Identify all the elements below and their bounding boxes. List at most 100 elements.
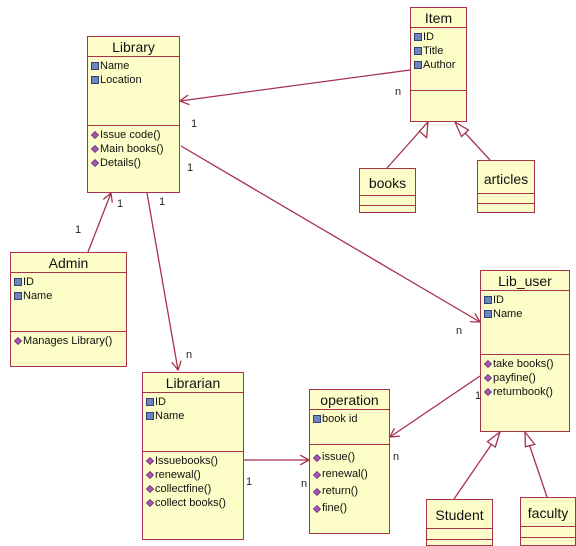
multiplicity-label: 1 bbox=[159, 196, 166, 208]
class-name: operation bbox=[310, 390, 389, 410]
operation-icon bbox=[313, 487, 321, 496]
attributes: ID Name bbox=[11, 273, 126, 332]
edge-admin-library bbox=[87, 193, 111, 253]
operation: Details() bbox=[91, 156, 179, 170]
operation-icon bbox=[14, 337, 22, 345]
attribute-icon bbox=[414, 33, 422, 41]
class-books[interactable]: books bbox=[359, 168, 416, 213]
class-admin[interactable]: Admin ID Name Manages Library() bbox=[10, 252, 127, 367]
operation: renewal() bbox=[313, 466, 389, 483]
attribute: Author bbox=[414, 58, 466, 72]
operation-icon bbox=[484, 374, 492, 382]
attributes: ID Name bbox=[481, 291, 569, 355]
operation-icon bbox=[313, 453, 321, 462]
attribute: ID bbox=[484, 293, 569, 307]
class-articles[interactable]: articles bbox=[477, 160, 535, 213]
attribute-icon bbox=[91, 62, 99, 70]
multiplicity-label: 1 bbox=[475, 390, 482, 402]
class-name: Item bbox=[411, 8, 466, 28]
attribute-icon bbox=[484, 310, 492, 318]
attribute: Name bbox=[146, 409, 243, 423]
attribute: Location bbox=[91, 73, 179, 87]
edge-libuser-operation bbox=[390, 375, 481, 437]
attribute: ID bbox=[146, 395, 243, 409]
attribute: Name bbox=[91, 59, 179, 73]
attribute-icon bbox=[14, 292, 22, 300]
operation-icon bbox=[146, 471, 154, 479]
multiplicity-label: n bbox=[393, 451, 400, 463]
operation-icon bbox=[91, 145, 99, 153]
attributes bbox=[478, 194, 534, 204]
class-name: faculty bbox=[521, 498, 575, 527]
operations: issue() renewal() return() fine() bbox=[310, 445, 389, 519]
attribute-icon bbox=[414, 61, 422, 69]
attribute-icon bbox=[484, 296, 492, 304]
multiplicity-label: 1 bbox=[75, 224, 82, 236]
operations bbox=[478, 204, 534, 208]
operation: fine() bbox=[313, 500, 389, 517]
class-name: Library bbox=[88, 37, 179, 57]
operations: Manages Library() bbox=[11, 332, 126, 350]
gen-triangle-student bbox=[486, 430, 502, 449]
attribute: Title bbox=[414, 44, 466, 58]
class-name: books bbox=[360, 169, 415, 196]
attribute: Name bbox=[14, 289, 126, 303]
operation: Issue code() bbox=[91, 128, 179, 142]
attribute: Name bbox=[484, 307, 569, 321]
multiplicity-label: 1 bbox=[246, 476, 253, 488]
operation: Issuebooks() bbox=[146, 454, 243, 468]
attributes bbox=[427, 529, 492, 540]
operation: renewal() bbox=[146, 468, 243, 482]
attribute-icon bbox=[146, 412, 154, 420]
operations bbox=[411, 91, 466, 95]
class-name: Lib_user bbox=[481, 271, 569, 291]
attribute: ID bbox=[414, 30, 466, 44]
attributes: ID Title Author bbox=[411, 28, 466, 91]
multiplicity-label: 1 bbox=[117, 198, 124, 210]
attribute-icon bbox=[91, 76, 99, 84]
operation: payfine() bbox=[484, 371, 569, 385]
class-faculty[interactable]: faculty bbox=[520, 497, 576, 546]
operations: take books() payfine() returnbook() bbox=[481, 355, 569, 401]
operation: collectfine() bbox=[146, 482, 243, 496]
attribute-icon bbox=[14, 278, 22, 286]
class-name: Student bbox=[427, 500, 492, 529]
class-operation[interactable]: operation book id issue() renewal() retu… bbox=[309, 389, 390, 534]
multiplicity-label: n bbox=[395, 86, 402, 98]
operation: take books() bbox=[484, 357, 569, 371]
class-librarian[interactable]: Librarian ID Name Issuebooks() renewal()… bbox=[142, 372, 244, 540]
class-lib-user[interactable]: Lib_user ID Name take books() payfine() … bbox=[480, 270, 570, 432]
edge-library-librarian bbox=[146, 192, 178, 370]
edge-library-libuser bbox=[180, 145, 480, 322]
operation-icon bbox=[91, 159, 99, 167]
class-name: Admin bbox=[11, 253, 126, 273]
operation-icon bbox=[484, 360, 492, 368]
class-student[interactable]: Student bbox=[426, 499, 493, 546]
operation: returnbook() bbox=[484, 385, 569, 399]
multiplicity-label: n bbox=[301, 478, 308, 490]
multiplicity-label: n bbox=[186, 349, 193, 361]
operation-icon bbox=[146, 457, 154, 465]
class-item[interactable]: Item ID Title Author bbox=[410, 7, 467, 122]
operations bbox=[427, 540, 492, 544]
class-name: articles bbox=[478, 161, 534, 194]
gen-triangle-articles bbox=[453, 120, 470, 138]
operation: collect books() bbox=[146, 496, 243, 510]
operation: return() bbox=[313, 483, 389, 500]
attributes bbox=[521, 527, 575, 538]
attribute-icon bbox=[414, 47, 422, 55]
gen-triangle-faculty bbox=[524, 430, 536, 448]
gen-triangle-books bbox=[418, 120, 429, 139]
class-library[interactable]: Library Name Location Issue code() Main … bbox=[87, 36, 180, 193]
operations bbox=[360, 206, 415, 210]
operation-icon bbox=[484, 388, 492, 396]
operations: Issue code() Main books() Details() bbox=[88, 126, 179, 172]
multiplicity-label: 1 bbox=[187, 162, 194, 174]
attribute: ID bbox=[14, 275, 126, 289]
multiplicity-label: 1 bbox=[191, 118, 198, 130]
attributes: Name Location bbox=[88, 57, 179, 126]
operation-icon bbox=[146, 485, 154, 493]
attributes: book id bbox=[310, 410, 389, 445]
